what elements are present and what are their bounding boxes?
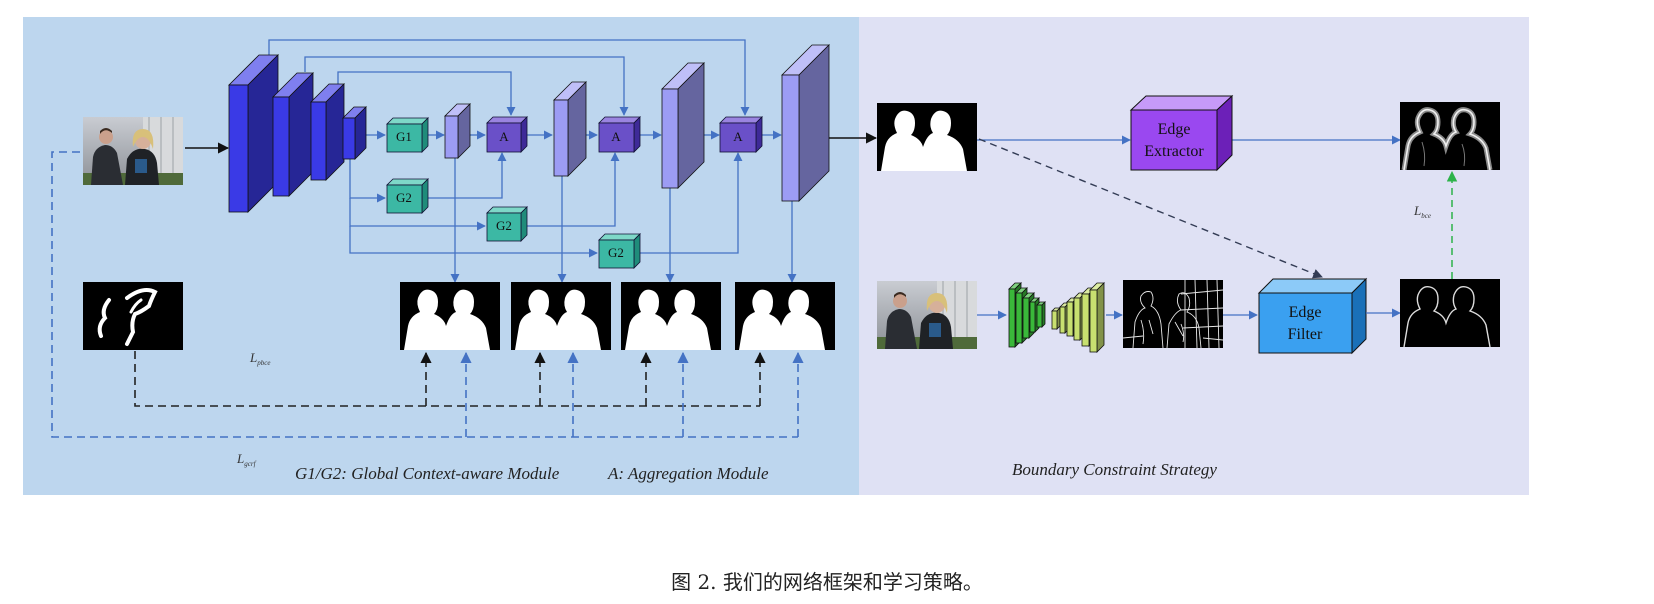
encoder-layer bbox=[228, 54, 279, 213]
encoder-layer bbox=[272, 72, 314, 197]
gcrf-loss-connections bbox=[51, 151, 804, 438]
g2-module: G2 bbox=[598, 233, 641, 269]
detected-edges-image bbox=[1123, 280, 1223, 348]
edge-filter-line2: Filter bbox=[1288, 326, 1323, 343]
boundary-panel bbox=[859, 17, 1529, 495]
g2-label: G2 bbox=[396, 190, 412, 205]
decoder-layer bbox=[661, 62, 705, 189]
edge-filter-block: Edge Filter bbox=[1257, 277, 1368, 355]
edge-extractor-line2: Extractor bbox=[1144, 143, 1204, 160]
aggregation-module: A bbox=[719, 116, 763, 153]
aggregation-module: A bbox=[486, 116, 528, 153]
g1-module: G1 bbox=[386, 117, 429, 153]
side-output-mask bbox=[511, 282, 611, 350]
input-image-copy bbox=[877, 281, 977, 349]
svg-text:Edge: Edge bbox=[1158, 121, 1191, 138]
g2-module: G2 bbox=[486, 206, 528, 242]
bce-loss-label: Lbce bbox=[1413, 203, 1431, 220]
g2-module: G2 bbox=[386, 178, 429, 214]
edge-detection-network-icon bbox=[1008, 282, 1105, 353]
encoder-layer bbox=[342, 106, 367, 160]
decoder bbox=[444, 44, 830, 202]
figure-caption: 图 2. 我们的网络框架和学习策略。 bbox=[671, 570, 983, 594]
encoder-layer bbox=[310, 83, 345, 181]
decoder-layer bbox=[444, 103, 471, 159]
cnn-layer bbox=[1051, 307, 1061, 330]
side-output-mask bbox=[621, 282, 721, 350]
a-label: A bbox=[499, 129, 509, 144]
edge-filter-line1: Edge bbox=[1289, 304, 1322, 321]
gcrf-loss-label: Lgcrf bbox=[236, 451, 257, 468]
a-label: A bbox=[611, 129, 621, 144]
decoder-layer bbox=[553, 81, 587, 177]
strategy-label: Boundary Constraint Strategy bbox=[1012, 460, 1217, 479]
g2-label: G2 bbox=[496, 218, 512, 233]
scribble-annotation bbox=[83, 282, 183, 350]
edge-extractor-line1: Edge bbox=[1158, 121, 1191, 138]
encoder bbox=[228, 54, 367, 213]
decoder-layer bbox=[781, 44, 830, 202]
network-panel bbox=[23, 17, 859, 495]
input-image bbox=[83, 117, 183, 185]
aggregation-legend: A: Aggregation Module bbox=[607, 464, 769, 483]
svg-text:Edge: Edge bbox=[1289, 304, 1322, 321]
cnn-layer bbox=[1036, 301, 1046, 328]
filtered-edge-map bbox=[1400, 279, 1500, 347]
side-output-mask bbox=[400, 282, 500, 350]
cnn-layer bbox=[1089, 282, 1105, 353]
predicted-mask bbox=[877, 103, 977, 171]
edge-extractor-block: Edge Extractor bbox=[1129, 94, 1234, 172]
mask-to-filter-arrow bbox=[978, 138, 1323, 279]
pbce-loss-label: Lpbce bbox=[249, 350, 270, 367]
g2-label: G2 bbox=[608, 245, 624, 260]
module-legend: G1/G2: Global Context-aware Module bbox=[295, 464, 560, 483]
a-label: A bbox=[733, 129, 743, 144]
g1-label: G1 bbox=[396, 129, 412, 144]
svg-text:Extractor: Extractor bbox=[1144, 143, 1204, 160]
extracted-edge-map bbox=[1400, 102, 1500, 170]
side-output-mask bbox=[735, 282, 835, 350]
aggregation-module: A bbox=[598, 116, 641, 153]
pbce-loss-connections bbox=[134, 351, 766, 407]
encoder-skip-connections bbox=[268, 39, 797, 283]
svg-text:Filter: Filter bbox=[1288, 326, 1323, 343]
